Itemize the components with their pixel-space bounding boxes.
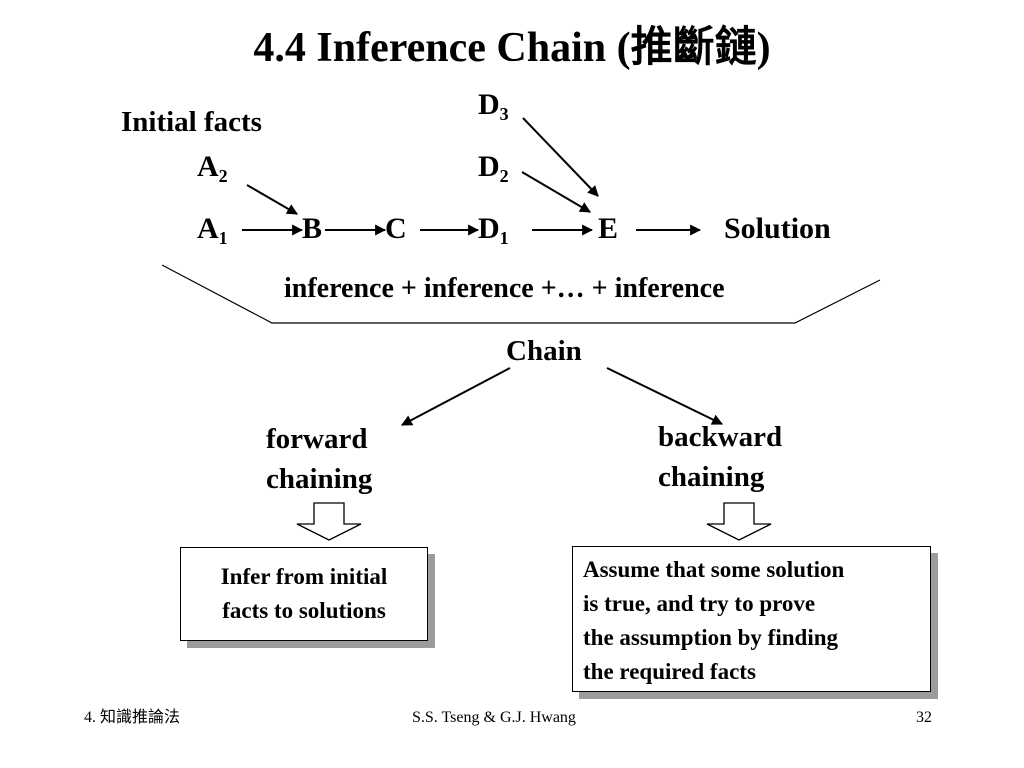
node-d1: D1	[478, 212, 509, 248]
node-b: B	[302, 212, 323, 245]
arrow-chain-backward	[606, 367, 723, 425]
backward-chaining-box: Assume that some solution is true, and t…	[572, 546, 931, 692]
footer-page-number: 32	[916, 709, 932, 726]
footer-authors: S.S. Tseng & G.J. Hwang	[412, 709, 576, 726]
backward-box-line-4: the required facts	[583, 659, 756, 684]
forward-box-line-1: Infer from initial	[220, 564, 388, 589]
chain-label: Chain	[506, 335, 582, 367]
arrow-chain-forward	[401, 367, 511, 426]
backward-box-line-3: the assumption by finding	[583, 625, 838, 650]
arrow-a2-b	[246, 184, 298, 215]
node-a2: A2	[197, 150, 228, 186]
arrow-d3-e	[522, 117, 599, 197]
backward-box-line-1: Assume that some solution	[583, 557, 845, 582]
node-solution: Solution	[724, 212, 831, 245]
down-arrow-backward-icon	[706, 502, 772, 541]
footer-chapter: 4. 知識推論法	[84, 709, 181, 726]
slide-title: 4.4 Inference Chain (推斷鏈)	[253, 25, 771, 71]
node-e: E	[598, 212, 619, 245]
node-d3: D3	[478, 88, 509, 124]
backward-box-line-2: is true, and try to prove	[583, 591, 816, 616]
chain-brace	[161, 264, 881, 324]
initial-facts-label: Initial facts	[121, 106, 262, 138]
node-d2: D2	[478, 150, 509, 186]
forward-chaining-box: Infer from initial facts to solutions	[180, 547, 428, 641]
node-c: C	[385, 212, 407, 245]
brace-text: inference + inference +… + inference	[284, 273, 725, 304]
down-arrow-forward-icon	[296, 502, 362, 541]
node-a1: A1	[197, 212, 228, 248]
arrow-d2-e	[521, 171, 591, 213]
forward-box-line-2: facts to solutions	[222, 598, 386, 623]
